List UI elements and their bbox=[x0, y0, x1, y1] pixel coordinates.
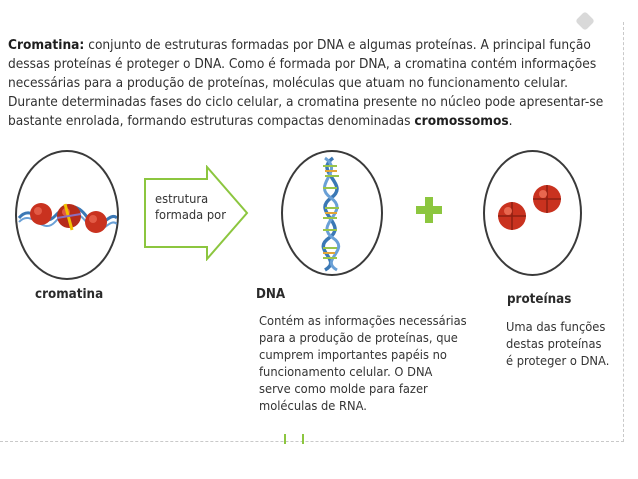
dna-helix-icon bbox=[283, 152, 381, 274]
intro-text: conjunto de estruturas formadas por DNA … bbox=[8, 37, 603, 129]
prot-desc-line: é proteger o DNA. bbox=[506, 352, 609, 369]
arrow-label-line2: formada por bbox=[155, 207, 226, 223]
intro-paragraph: Cromatina: conjunto de estruturas formad… bbox=[8, 36, 616, 131]
dna-desc-line: moléculas de RNA. bbox=[259, 397, 467, 414]
dna-desc-line: Contém as informações necessárias bbox=[259, 312, 467, 329]
label-cromatina: cromatina bbox=[35, 287, 103, 302]
dna-description: Contém as informações necessárias para a… bbox=[259, 312, 467, 414]
intro-term: Cromatina: bbox=[8, 37, 84, 53]
dna-desc-line: serve como molde para fazer bbox=[259, 380, 467, 397]
intro-end: . bbox=[509, 113, 513, 129]
prot-desc-line: Uma das funções bbox=[506, 318, 609, 335]
dna-desc-line: funcionamento celular. O DNA bbox=[259, 363, 467, 380]
intro-term-cromossomos: cromossomos bbox=[414, 113, 508, 129]
prot-desc-line: destas proteínas bbox=[506, 335, 609, 352]
proteinas-circle bbox=[483, 150, 582, 276]
label-dna: DNA bbox=[256, 287, 285, 302]
label-proteinas: proteínas bbox=[507, 292, 571, 307]
arrow-label: estrutura formada por bbox=[155, 191, 226, 223]
dna-desc-line: cumprem importantes papéis no bbox=[259, 346, 467, 363]
protein-spheres-icon bbox=[485, 152, 580, 274]
proteinas-description: Uma das funções destas proteínas é prote… bbox=[506, 318, 609, 369]
cromatina-illustration-icon bbox=[17, 152, 117, 278]
cromatina-circle bbox=[15, 150, 119, 280]
arrow-label-line1: estrutura bbox=[155, 191, 226, 207]
continuation-lines-icon bbox=[283, 434, 307, 444]
dna-circle bbox=[281, 150, 383, 276]
plus-icon bbox=[414, 195, 444, 225]
dna-desc-line: para a produção de proteínas, que bbox=[259, 329, 467, 346]
